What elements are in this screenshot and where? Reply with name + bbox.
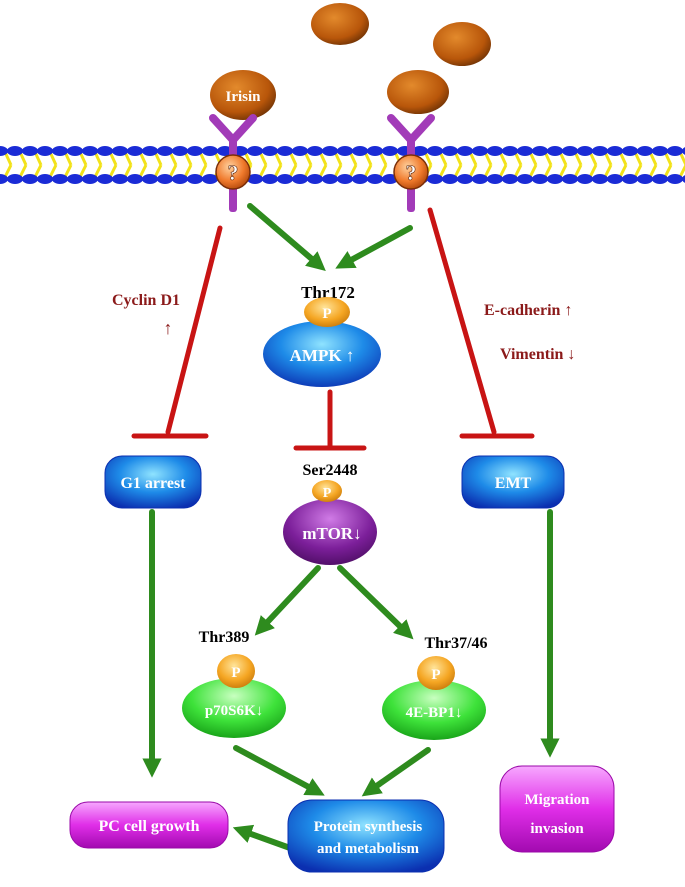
emt-node: EMT: [461, 455, 565, 509]
annotations: Cyclin D1 ↑ E-cadherin ↑ Vimentin ↓: [112, 292, 575, 363]
ampk-label: AMPK ↑: [290, 346, 355, 365]
invasion-label: invasion: [530, 821, 584, 837]
unknown-receptor-icon: [393, 154, 429, 190]
p70s6k-label: p70S6K↓: [205, 703, 263, 719]
inhibit-emt-line: [427, 207, 497, 435]
receptor-left: ?: [209, 114, 257, 212]
svg-text:P: P: [431, 667, 440, 683]
irisin-ligand-labeled: [210, 70, 276, 120]
vimentin-label: Vimentin ↓: [500, 346, 575, 363]
receptor-right: ?: [387, 114, 435, 212]
ampk-node: Thr172 P AMPK ↑: [263, 283, 381, 387]
irisin-ligand: [311, 3, 369, 45]
svg-text:?: ?: [406, 160, 417, 185]
mtor-node: Ser2448 P mTOR↓: [283, 462, 377, 565]
svg-text:P: P: [322, 306, 331, 322]
arrow-p70s6k-to-protein: [233, 745, 325, 796]
svg-text:P: P: [231, 665, 240, 681]
mtor-body: [283, 499, 377, 565]
ampk-site-label: Thr172: [301, 283, 355, 302]
irisin-label: Irisin: [225, 89, 261, 105]
arrow-receptor-to-ampk: [247, 203, 326, 271]
cyclin-d1-up-arrow: ↑: [164, 318, 173, 338]
mtor-site-label: Ser2448: [302, 462, 357, 479]
arrow-protein-to-growth: [232, 824, 293, 851]
pc-cell-growth-label: PC cell growth: [98, 818, 199, 835]
protein-synthesis-line2: and metabolism: [317, 841, 420, 857]
e-cadherin-label: E-cadherin ↑: [484, 302, 572, 319]
svg-text:?: ?: [228, 160, 239, 185]
mtor-phospho: [312, 480, 342, 502]
protein-synthesis-node: Protein synthesis and metabolism: [287, 799, 445, 873]
p70s6k-body: [182, 678, 286, 738]
arrow-4ebp1-to-protein: [361, 747, 431, 797]
arrow-mtor-to-4ebp1: [337, 565, 414, 640]
4ebp1-phospho: [417, 656, 455, 690]
p70s6k-phospho: [217, 654, 255, 688]
arrow-receptor2-to-ampk: [335, 225, 413, 269]
activation-arrows: [142, 203, 560, 851]
4ebp1-site-label: Thr37/46: [424, 635, 487, 652]
migration-invasion-node: Migration invasion: [499, 765, 615, 853]
4ebp1-node: Thr37/46 P 4E-BP1↓: [382, 635, 488, 740]
ampk-body: [263, 321, 381, 387]
mtor-label: mTOR↓: [302, 524, 361, 543]
irisin-ligands: Irisin: [210, 3, 491, 120]
svg-text:P: P: [323, 486, 332, 501]
4ebp1-label: 4E-BP1↓: [406, 705, 463, 721]
migration-label: Migration: [525, 792, 591, 808]
inhibition-lines: [131, 207, 535, 451]
cell-membrane: [0, 143, 685, 187]
pc-cell-growth-node: PC cell growth: [69, 801, 229, 849]
p70s6k-node: Thr389 P p70S6K↓: [182, 629, 286, 738]
protein-synthesis-line1: Protein synthesis: [314, 819, 423, 835]
g1-arrest-label: G1 arrest: [120, 475, 186, 492]
emt-label: EMT: [495, 475, 532, 492]
p70s6k-site-label: Thr389: [199, 629, 250, 646]
inhibit-g1-line: [165, 225, 223, 435]
4ebp1-body: [382, 680, 486, 740]
ampk-phospho: [304, 297, 350, 327]
irisin-ligand: [387, 70, 449, 114]
g1-arrest-node: G1 arrest: [104, 455, 202, 509]
arrow-mtor-to-p70s6k: [254, 565, 321, 636]
irisin-ligand: [433, 22, 491, 66]
unknown-receptor-icon: [215, 154, 251, 190]
cyclin-d1-label: Cyclin D1: [112, 292, 180, 309]
